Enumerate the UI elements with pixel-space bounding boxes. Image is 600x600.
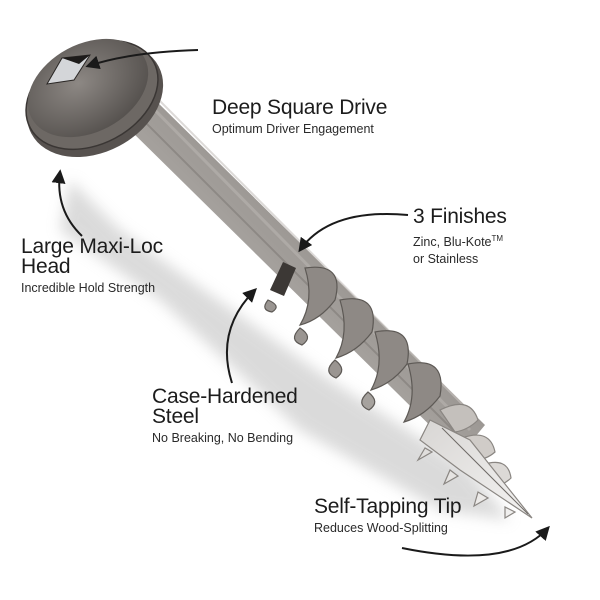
callout-subtitle-line2: or Stainless — [413, 252, 479, 267]
callout-title: 3 Finishes — [413, 205, 507, 228]
callout-subtitle: No Breaking, No Bending — [152, 431, 294, 445]
callout-self-tapping-tip: Self-Tapping Tip Reduces Wood-Splitting — [314, 495, 462, 536]
callout-case-hardened-steel: Case-Hardened Steel No Breaking, No Bend… — [152, 385, 298, 446]
arrow-steel — [225, 288, 257, 384]
arrow-finishes — [298, 213, 409, 253]
thread-start-band — [270, 262, 296, 296]
self-tapping-tip — [416, 403, 533, 520]
callout-title-line1: Large Maxi-Loc — [21, 235, 163, 258]
screw-threads — [264, 266, 442, 423]
callout-subtitle: Incredible Hold Strength — [21, 281, 156, 295]
callout-title-line2: Steel — [152, 405, 199, 428]
callout-arrows — [51, 49, 550, 557]
finish-options: Zinc, Blu-Kote — [413, 235, 492, 250]
trademark-mark: TM — [491, 234, 504, 243]
callout-subtitle: Optimum Driver Engagement — [212, 122, 374, 136]
callout-title: Deep Square Drive — [212, 96, 388, 119]
callout-finishes: 3 Finishes Zinc, Blu-KoteTM or Stainless — [413, 205, 507, 267]
callout-title-line2: Head — [21, 255, 71, 278]
callout-deep-square-drive: Deep Square Drive Optimum Driver Engagem… — [212, 96, 388, 137]
arrow-head — [51, 169, 83, 237]
callout-subtitle-line1: Zinc, Blu-KoteTM — [413, 231, 507, 250]
callout-title-line1: Case-Hardened — [152, 385, 298, 408]
callout-subtitle: Reduces Wood-Splitting — [314, 521, 448, 535]
callout-title: Self-Tapping Tip — [314, 495, 462, 518]
arrow-drive — [85, 49, 199, 70]
maxi-loc-head — [25, 38, 164, 158]
callout-maxi-loc-head: Large Maxi-Loc Head Incredible Hold Stre… — [21, 235, 163, 296]
screw-shadow — [60, 180, 510, 520]
arrow-tip — [401, 525, 550, 557]
